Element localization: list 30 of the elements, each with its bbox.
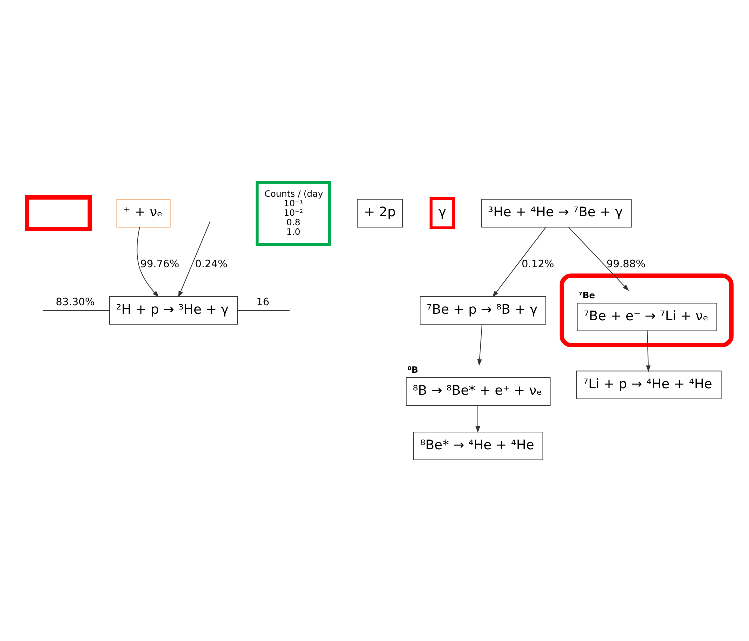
arrow bbox=[568, 227, 630, 292]
node-box: Counts / (day 10⁻¹ 10⁻² 0.8 1.0 bbox=[256, 181, 332, 246]
edge-label: 99.88% bbox=[606, 259, 646, 270]
edge-label: 99.76% bbox=[140, 259, 180, 270]
cluster bbox=[560, 274, 734, 348]
node-label: ⁸B bbox=[408, 366, 418, 376]
arrow bbox=[478, 324, 483, 366]
arrow bbox=[178, 221, 211, 298]
node-label: ⁷Be bbox=[578, 292, 596, 302]
arrow bbox=[137, 227, 160, 298]
edge-label: 16 bbox=[256, 298, 270, 309]
node-box: ⁺ + νₑ bbox=[116, 199, 171, 228]
connector bbox=[42, 310, 110, 311]
arrow bbox=[476, 405, 480, 434]
node-box: ⁷Li + p → ⁴He + ⁴He bbox=[576, 370, 722, 400]
arrow bbox=[492, 227, 546, 298]
node-box: ⁷Be + e⁻ → ⁷Li + νₑ bbox=[577, 302, 718, 332]
node-box: ⁸Be* → ⁴He + ⁴He bbox=[413, 432, 544, 460]
edge-label: 0.12% bbox=[522, 259, 554, 270]
arrow bbox=[646, 330, 651, 372]
node-box: ⁷Be + p → ⁸B + γ bbox=[420, 296, 546, 325]
node-box: ²H + p → ³He + γ bbox=[109, 296, 238, 325]
node-box: + 2p bbox=[357, 199, 404, 228]
connector bbox=[236, 310, 290, 311]
node-box: ⁸B → ⁸Be* + e⁺ + νₑ bbox=[406, 378, 551, 406]
edge-label: 83.30% bbox=[56, 298, 96, 309]
node-box: γ bbox=[430, 197, 456, 230]
node-box bbox=[25, 196, 92, 232]
node-box: ³He + ⁴He → ⁷Be + γ bbox=[481, 199, 632, 228]
edge-label: 0.24% bbox=[195, 259, 228, 270]
